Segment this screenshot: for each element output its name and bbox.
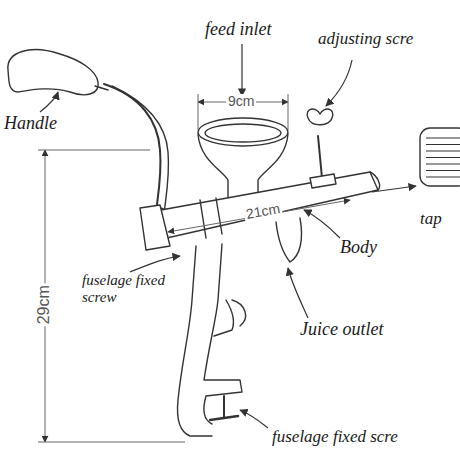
part-label: adjusting scre (318, 30, 413, 49)
part-label: Body (340, 238, 377, 258)
part-label: fuselage fixed screw (82, 272, 178, 305)
dimension-label: 9cm (226, 94, 256, 109)
dimension-label: 29cm (35, 283, 53, 326)
feed-hopper (198, 118, 288, 146)
clamp (178, 246, 213, 436)
handle-grip (8, 50, 98, 95)
body-cylinder (150, 172, 378, 240)
filter-tap (420, 128, 460, 186)
part-label: Handle (4, 114, 57, 134)
adjusting-screw (307, 109, 333, 125)
part-label: fuselage fixed scre (272, 428, 398, 447)
part-label: Juice outlet (300, 320, 383, 340)
juice-outlet (276, 218, 302, 262)
part-label: tap (420, 210, 442, 229)
part-label: feed inlet (205, 20, 271, 40)
crank-arm (104, 84, 161, 212)
